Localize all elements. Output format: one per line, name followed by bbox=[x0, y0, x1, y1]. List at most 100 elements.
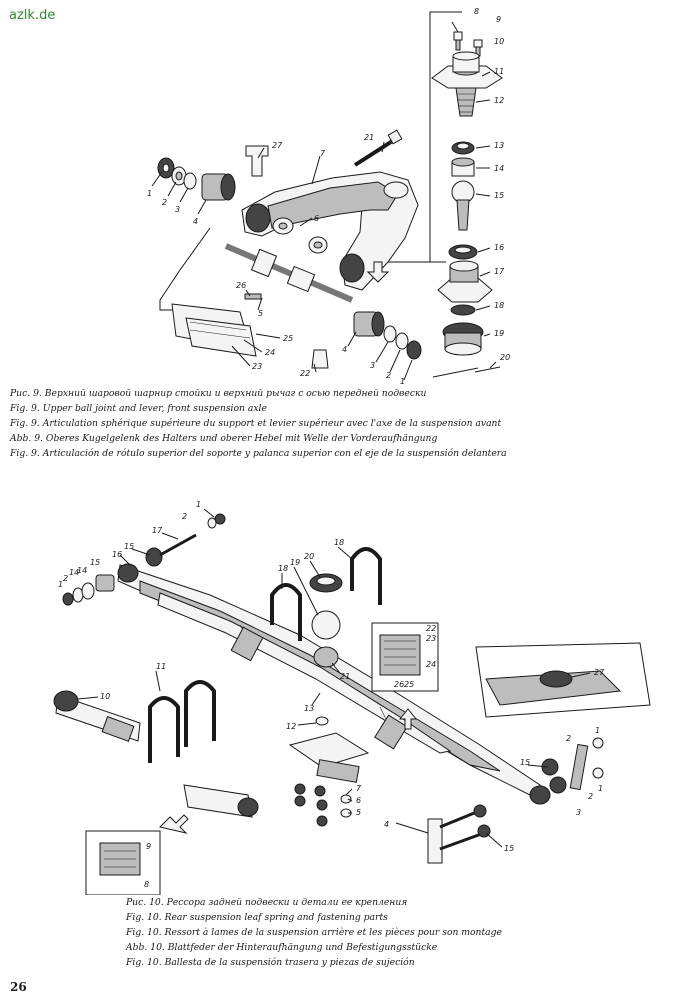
callout: 2 bbox=[566, 734, 571, 743]
caption-line: Fig. 9. Upper ball joint and lever, fron… bbox=[10, 403, 267, 414]
figure-9-callouts: 1 2 3 8 9 10 11 12 13 14 15 16 17 18 19 … bbox=[147, 7, 510, 385]
page-number: 26 bbox=[10, 980, 27, 994]
callout: 27 bbox=[272, 141, 283, 150]
ball-joint-ring-16 bbox=[448, 244, 478, 260]
callout: 4 bbox=[193, 217, 198, 226]
washer-3b bbox=[383, 325, 397, 343]
spring-plate bbox=[288, 716, 370, 783]
ball-pin-15 bbox=[451, 180, 475, 231]
callout: 25 bbox=[404, 680, 414, 689]
rubber-pad-20 bbox=[309, 573, 343, 593]
callout: 14 bbox=[69, 568, 79, 577]
figure-10-drawing: 1 2 17 15 16 1 2 14 14 15 18 20 19 18 22… bbox=[53, 500, 651, 895]
callout: 1 bbox=[598, 784, 603, 793]
callout: 11 bbox=[156, 662, 166, 671]
callout: 17 bbox=[152, 526, 163, 535]
callout: 3 bbox=[370, 361, 375, 370]
callout: 12 bbox=[286, 722, 296, 731]
callout: 10 bbox=[100, 692, 110, 701]
callout: 14 bbox=[77, 566, 87, 575]
bushing-4 bbox=[201, 173, 236, 201]
caption-line: Fig. 9. Articulation sphérique supérieur… bbox=[10, 418, 502, 429]
callout: 2 bbox=[386, 371, 391, 380]
callout: 8 bbox=[144, 880, 149, 889]
callout: 18 bbox=[278, 564, 288, 573]
callout: 19 bbox=[494, 329, 504, 338]
callout: 10 bbox=[494, 37, 504, 46]
caption-line: Fig. 10. Rear suspension leaf spring and… bbox=[126, 912, 388, 923]
callout: 9 bbox=[496, 15, 501, 24]
callout: 23 bbox=[426, 634, 436, 643]
callout: 14 bbox=[494, 164, 504, 173]
callout: 25 bbox=[283, 334, 293, 343]
caption-line: Рис. 10. Рессора задней подвески и детал… bbox=[126, 897, 408, 908]
callout: 5 bbox=[258, 309, 263, 318]
caption-line: Fig. 9. Articulación de rótulo superior … bbox=[10, 448, 507, 459]
nut-1b bbox=[406, 340, 422, 360]
callout: 1 bbox=[147, 189, 152, 198]
callout: 26 bbox=[394, 680, 404, 689]
upper-lever-7 bbox=[241, 171, 419, 291]
callout: 24 bbox=[426, 660, 436, 669]
ball-joint-body-17 bbox=[437, 260, 493, 303]
ball-joint-liner-14 bbox=[451, 157, 475, 177]
bushing-4b bbox=[353, 311, 385, 337]
assembly-arrow bbox=[366, 261, 390, 283]
callout: 27 bbox=[594, 668, 605, 677]
callout: 15 bbox=[90, 558, 100, 567]
cap-22 bbox=[311, 349, 329, 369]
caption-line: Abb. 10. Blattfeder der Hinteraufhängung… bbox=[126, 942, 438, 953]
callout: 17 bbox=[494, 267, 505, 276]
rubber-cushion-19 bbox=[311, 610, 341, 640]
nut-1 bbox=[157, 157, 175, 179]
callout: 6 bbox=[314, 214, 319, 223]
callout: 9 bbox=[146, 842, 151, 851]
detail-inset-8-9 bbox=[85, 830, 161, 895]
rear-spring-section bbox=[183, 784, 259, 818]
callout: 20 bbox=[304, 552, 314, 561]
callout: 4 bbox=[342, 345, 347, 354]
callout: 26 bbox=[236, 281, 246, 290]
ball-joint-ring-13 bbox=[451, 141, 475, 155]
caption-line: Fig. 10. Ressort à lames de la suspensio… bbox=[126, 927, 502, 938]
callout: 3 bbox=[576, 808, 581, 817]
u-bolts-11 bbox=[148, 680, 216, 763]
lever-axle-5 bbox=[224, 243, 354, 303]
callout: 19 bbox=[290, 558, 300, 567]
callout: 22 bbox=[300, 369, 310, 378]
washer-2b bbox=[395, 332, 409, 350]
ball-joint-washer-18 bbox=[450, 304, 476, 316]
lower-bracket-23-24-25 bbox=[171, 303, 257, 357]
callout: 7 bbox=[320, 149, 326, 158]
callout: 1 bbox=[400, 377, 405, 385]
callout: 11 bbox=[494, 67, 504, 76]
callout: 15 bbox=[504, 844, 514, 853]
callout: 16 bbox=[112, 550, 122, 559]
rear-shackle bbox=[427, 737, 604, 864]
callout: 2 bbox=[162, 198, 167, 207]
callout: 1 bbox=[595, 726, 600, 735]
callout: 20 bbox=[500, 353, 510, 362]
bolt-26 bbox=[244, 293, 262, 300]
callout: 1 bbox=[58, 580, 63, 589]
caption-line: Fig. 10. Ballesta de la suspensión trase… bbox=[126, 957, 415, 968]
washer-3 bbox=[183, 172, 197, 190]
ball-joint-cover-19 bbox=[442, 322, 484, 356]
arrow-down-left bbox=[159, 814, 189, 834]
cotter-pins-20 bbox=[432, 366, 501, 378]
caption-line: Abb. 9. Oberes Kugelgelenk des Halters u… bbox=[10, 433, 438, 444]
figure-9-drawing: 1 2 3 8 9 10 11 12 13 14 15 16 17 18 19 … bbox=[147, 7, 510, 385]
callout: 21 bbox=[340, 672, 350, 681]
callout: 24 bbox=[265, 348, 275, 357]
front-eye-parts bbox=[62, 513, 226, 606]
callout: 21 bbox=[364, 133, 374, 142]
front-spring-section-10 bbox=[53, 690, 141, 742]
callout: 16 bbox=[494, 243, 504, 252]
callout: 18 bbox=[494, 301, 504, 310]
callout: 2 bbox=[63, 574, 68, 583]
ball-joint-bolt-8 bbox=[453, 31, 463, 51]
detail-inset-22-26 bbox=[371, 622, 439, 692]
arrow-up bbox=[398, 708, 418, 730]
callout: 18 bbox=[334, 538, 344, 547]
watermark: azlk.de bbox=[9, 8, 56, 23]
